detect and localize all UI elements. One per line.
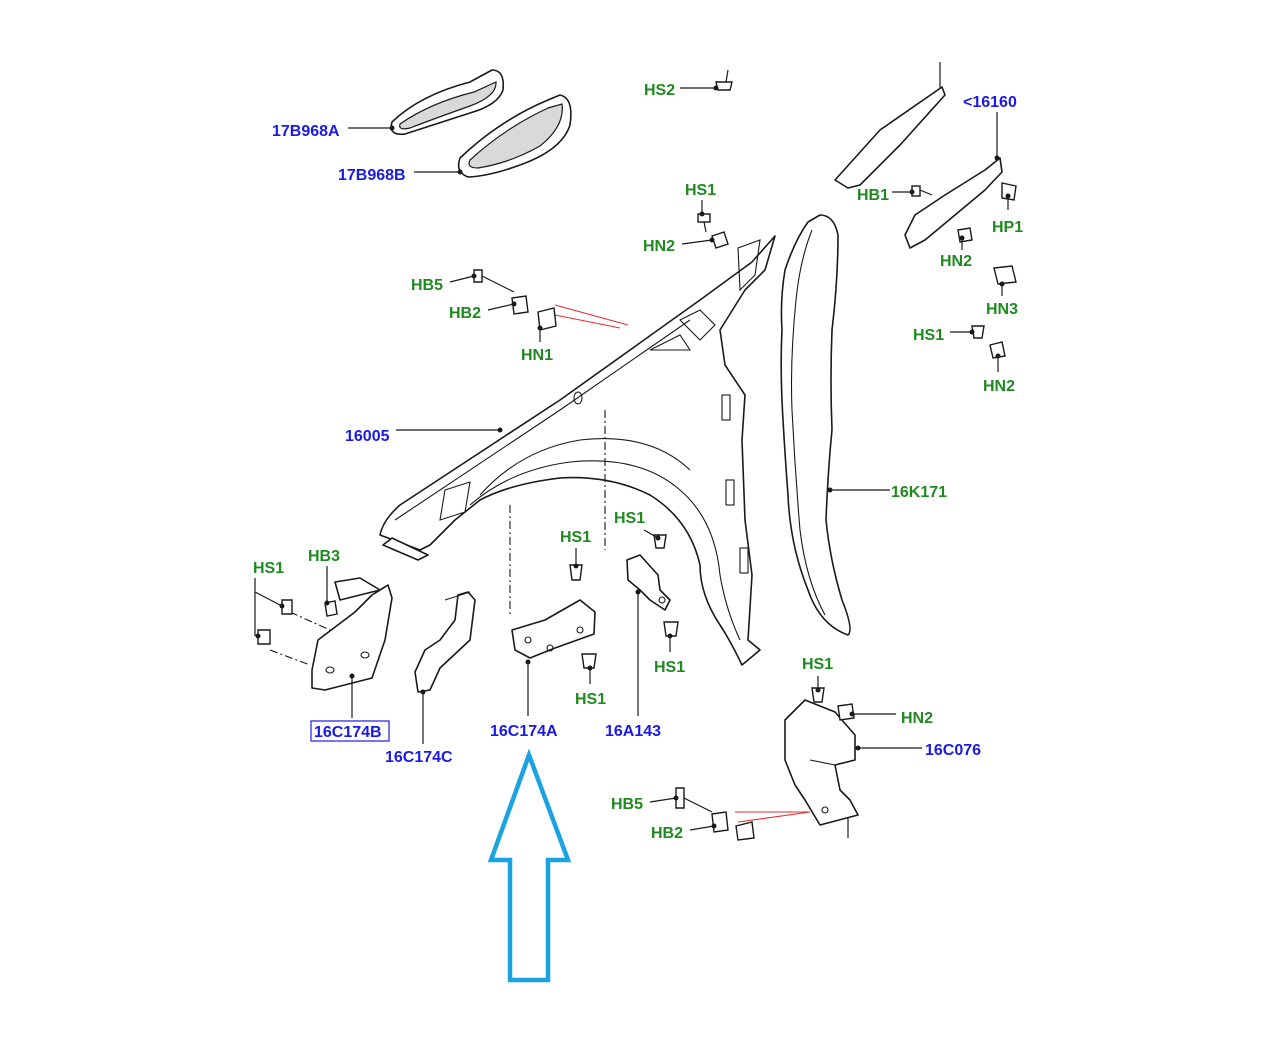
label-16A143: 16A143 — [605, 723, 661, 740]
bracket-16C174B — [311, 577, 393, 691]
fender-16005 — [379, 235, 776, 666]
label-hb5-bottom: HB5 — [611, 796, 643, 813]
label-hs1-lower: HS1 — [802, 656, 833, 673]
side-vent-lower — [457, 94, 572, 178]
wheel-arch-liner-16K171 — [780, 214, 851, 636]
label-hs1-center: HS1 — [560, 529, 591, 546]
label-hn1: HN1 — [521, 347, 553, 364]
label-hs1-top: HS1 — [685, 182, 716, 199]
label-16C174B-box — [310, 720, 390, 742]
leader-lines — [254, 85, 1011, 831]
label-hs1-center-bottom: HS1 — [575, 691, 606, 708]
label-hb3: HB3 — [308, 548, 340, 565]
label-hp1: HP1 — [992, 219, 1023, 236]
fastener-icons — [257, 69, 1017, 841]
label-hs1-left: HS1 — [253, 560, 284, 577]
label-hn2-top: HN2 — [940, 253, 972, 270]
label-hs1-bracket-top: HS1 — [614, 510, 645, 527]
headlamp-bracket — [834, 62, 1003, 249]
label-hb5-top: HB5 — [411, 277, 443, 294]
label-hs1-right: HS1 — [913, 327, 944, 344]
bracket-16A143 — [626, 554, 671, 611]
reference-line — [735, 811, 811, 823]
label-17B968B: 17B968B — [338, 167, 406, 184]
label-16C174B: 16C174B — [314, 724, 382, 741]
guide-line — [289, 611, 331, 631]
label-hs1-bracket-bottom: HS1 — [654, 659, 685, 676]
label-hb2-top: HB2 — [449, 305, 481, 322]
bracket-16C174A — [511, 599, 596, 659]
label-16K171: 16K171 — [891, 484, 947, 501]
label-16160: <16160 — [963, 94, 1017, 111]
label-hn2-right: HN2 — [983, 378, 1015, 395]
label-16C174A: 16C174A — [490, 723, 558, 740]
label-hb1: HB1 — [857, 187, 889, 204]
label-17B968A: 17B968A — [272, 123, 340, 140]
reference-line — [554, 304, 629, 329]
label-16C174C: 16C174C — [385, 749, 453, 766]
label-hn2-mid: HN2 — [643, 238, 675, 255]
label-hs2: HS2 — [644, 82, 675, 99]
label-16005: 16005 — [345, 428, 390, 445]
bracket-16C076 — [784, 699, 859, 826]
label-hn2-lower: HN2 — [901, 710, 933, 727]
label-hb2-bottom: HB2 — [651, 825, 683, 842]
label-16C076: 16C076 — [925, 742, 981, 759]
highlight-arrow-icon — [487, 748, 572, 983]
label-hn3: HN3 — [986, 301, 1018, 318]
bracket-16C174C — [414, 591, 476, 693]
guide-line — [269, 649, 311, 666]
side-vent-upper — [390, 69, 505, 136]
